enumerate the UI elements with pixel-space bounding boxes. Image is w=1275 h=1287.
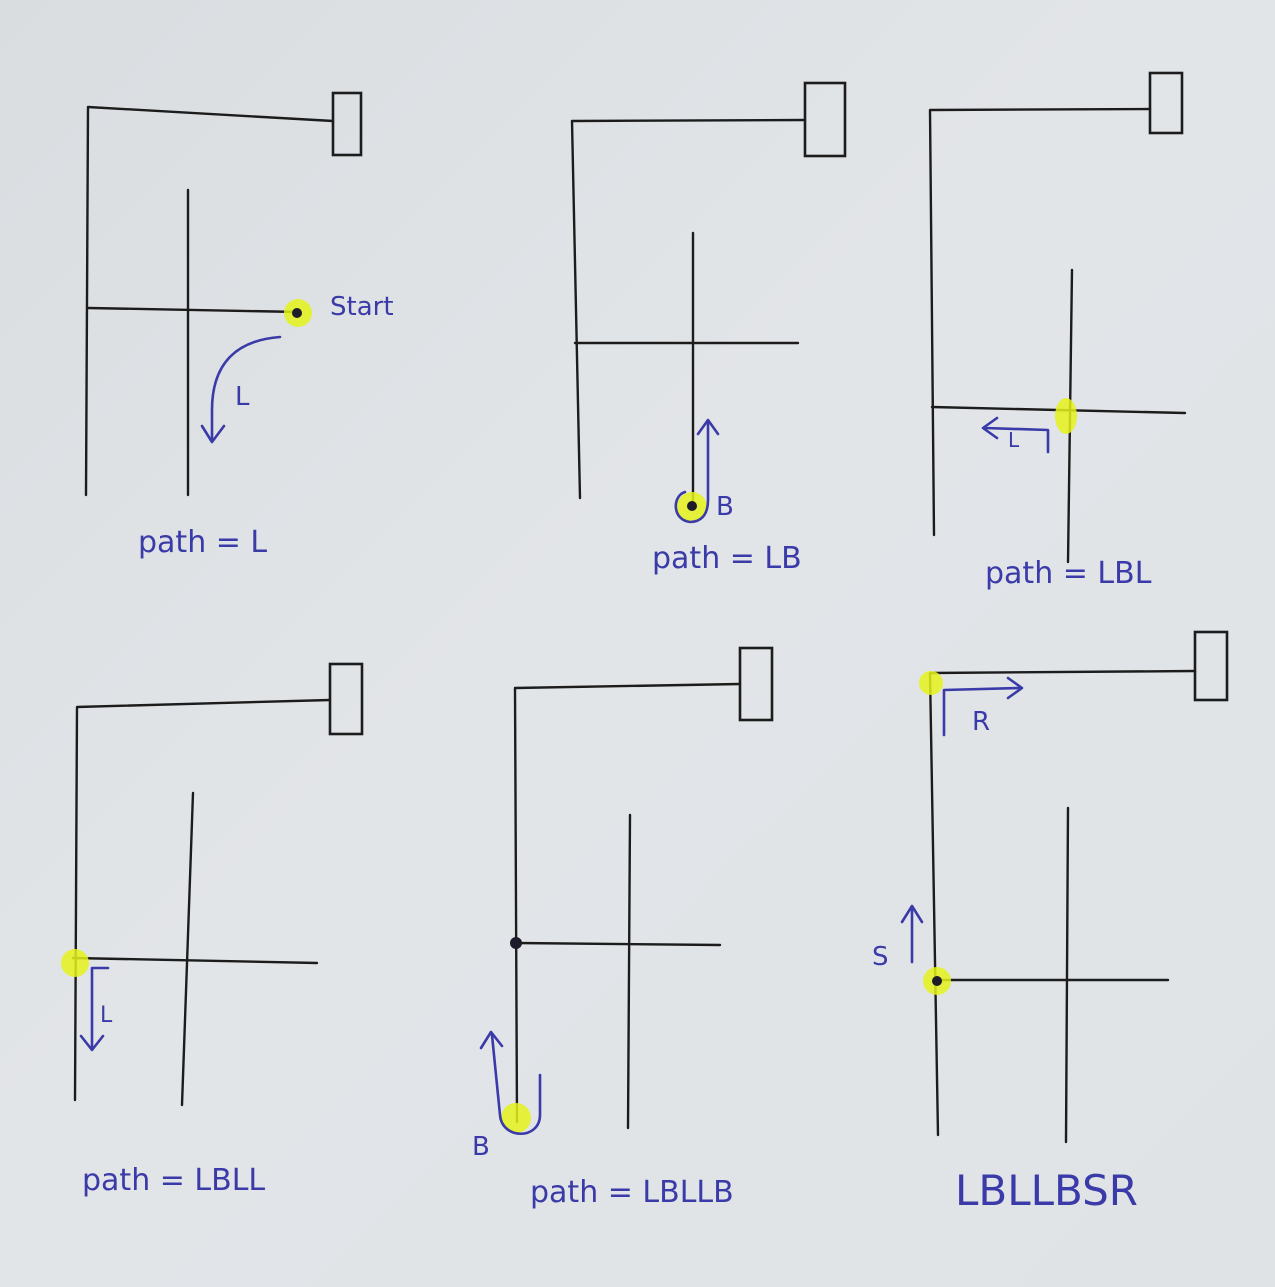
panel-6-move-label-r: R: [972, 707, 990, 737]
panel-2-maze: [570, 81, 847, 507]
panel-4-left-turn-arrow: [90, 966, 110, 1050]
panel-6-right-arrow-head: [1006, 676, 1024, 700]
panel-5-back-arrow: [490, 1033, 542, 1136]
panel-2: B path = LB: [570, 81, 847, 576]
panel-3-current-node-highlight: [1055, 398, 1077, 434]
panel-5-move-label: B: [472, 1132, 490, 1162]
panel-5: B path = LBLLB: [472, 646, 774, 1210]
panel-3-arrow-head: [981, 416, 999, 440]
panel-1: Start L path = L: [84, 91, 394, 560]
panel-5-arrow-head: [479, 1030, 504, 1050]
panel-1-move-label: L: [235, 382, 250, 412]
panel-4-current-node-highlight: [61, 949, 89, 977]
panel-6-right-turn-arrow: [942, 686, 1022, 737]
panel-6-node: [932, 976, 942, 986]
panel-6-straight-arrow-head: [900, 904, 924, 924]
panel-5-maze: [513, 646, 774, 1130]
panel-3-left-turn-arrow: [983, 426, 1050, 454]
panel-3: L path = LBL: [928, 71, 1187, 591]
panel-6-caption: LBLLBSR: [955, 1166, 1138, 1215]
panel-3-caption: path = LBL: [985, 556, 1152, 591]
panel-1-left-turn-arrow: [210, 335, 282, 442]
panel-2-arrow-head: [696, 418, 720, 436]
panel-6-end-node-highlight: [919, 671, 943, 695]
panel-1-start-node: [292, 308, 302, 318]
panel-4-caption: path = LBLL: [82, 1163, 265, 1198]
panel-5-caption: path = LBLLB: [530, 1175, 734, 1210]
panel-1-start-label: Start: [330, 292, 394, 322]
panel-2-caption: path = LB: [652, 541, 802, 576]
panel-2-back-arrow: [674, 420, 710, 524]
panel-6-move-label-s: S: [872, 942, 889, 972]
panel-2-node: [687, 501, 697, 511]
panel-3-move-label: L: [1008, 428, 1020, 452]
panel-1-arrow-head: [200, 424, 226, 444]
panel-2-move-label: B: [716, 492, 734, 522]
panel-5-current-node-highlight: [501, 1103, 531, 1133]
panel-3-maze: [928, 71, 1187, 564]
panel-4: L path = LBLL: [61, 662, 364, 1198]
panel-4-arrow-head: [79, 1034, 105, 1052]
panel-1-maze: [84, 91, 363, 497]
panel-4-move-label: L: [100, 1003, 113, 1028]
panel-6: S R LBLLBSR: [872, 630, 1229, 1215]
panel-1-caption: path = L: [138, 525, 267, 560]
panel-4-maze: [71, 662, 364, 1107]
panel-5-visited-node: [510, 937, 522, 949]
